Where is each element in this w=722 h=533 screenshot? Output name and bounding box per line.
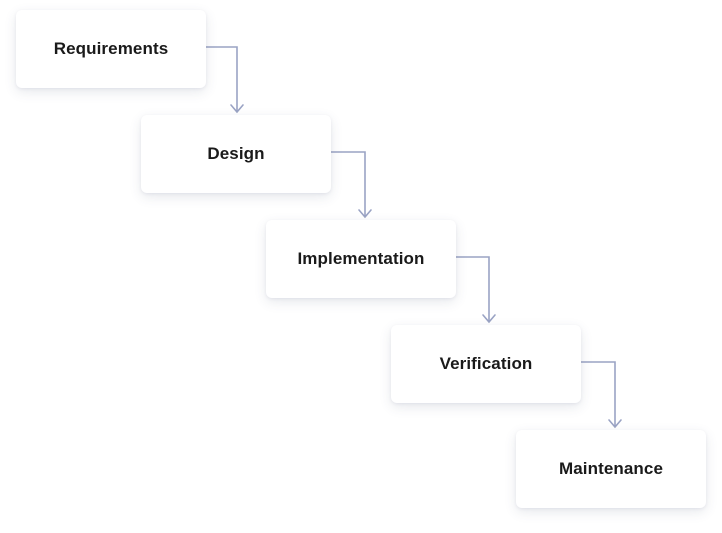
step-label: Design — [207, 144, 265, 163]
step-label: Verification — [439, 354, 533, 373]
step-maintenance: Maintenance — [516, 430, 706, 508]
step-label: Maintenance — [558, 459, 664, 478]
connector-verification-maintenance — [578, 361, 622, 429]
step-label: Implementation — [297, 249, 425, 268]
step-verification: Verification — [391, 325, 581, 403]
connector-requirements-design — [203, 46, 244, 114]
step-implementation: Implementation — [266, 220, 456, 298]
step-design: Design — [141, 115, 331, 193]
connector-design-implementation — [328, 151, 372, 219]
connector-implementation-verification — [453, 256, 496, 324]
step-requirements: Requirements — [16, 10, 206, 88]
step-label: Requirements — [53, 39, 169, 58]
